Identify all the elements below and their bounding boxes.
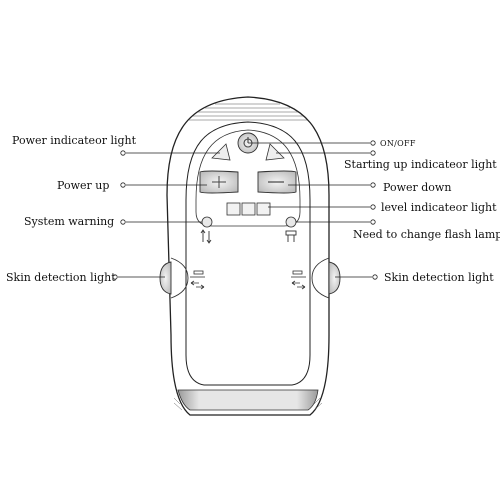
device-vent-ribs	[189, 103, 307, 121]
flash-lamp-icon	[285, 230, 297, 242]
label-skin-detection-light-right: Skin detection light	[384, 271, 494, 284]
starting-up-indicator-light	[265, 143, 285, 161]
skin-bulge-right	[311, 257, 330, 299]
skin-detection-sensor-left	[159, 261, 172, 295]
label-on-off: ON/OFF	[380, 139, 416, 148]
skin-detection-icon	[190, 270, 205, 290]
skin-detection-sensor-right	[328, 261, 341, 295]
label-level-indicator-light: level indicateor light	[381, 201, 497, 214]
warning-icon	[200, 229, 212, 244]
skin-detection-icon	[291, 270, 306, 290]
bottom-ribs	[173, 397, 323, 411]
label-power-up: Power up	[57, 179, 110, 192]
label-starting-up-indicator-light: Starting up indicateor light	[344, 158, 497, 171]
device-inner-panel	[185, 121, 311, 386]
skin-bulge-left	[170, 257, 189, 299]
label-need-to-change-flash-lamp: Need to change flash lamp	[353, 228, 500, 241]
label-system-warning: System warning	[24, 215, 115, 228]
level-light-2	[241, 202, 256, 216]
callout-dots	[112, 140, 378, 280]
power-down-button[interactable]	[257, 170, 297, 194]
callout-lines	[118, 142, 372, 278]
label-power-down: Power down	[383, 181, 452, 194]
level-light-1	[226, 202, 241, 216]
device-bottom-band	[177, 389, 319, 411]
level-indicator-lights	[226, 202, 271, 216]
label-power-indicator-light: Power indicateor light	[12, 134, 137, 147]
power-up-button[interactable]	[199, 170, 239, 194]
flash-lamp-light	[285, 216, 297, 228]
level-light-3	[256, 202, 271, 216]
power-indicator-light	[211, 143, 231, 161]
label-skin-detection-light-left: Skin detection light	[6, 271, 116, 284]
plus-icon	[212, 176, 226, 188]
system-warning-light	[201, 216, 213, 228]
